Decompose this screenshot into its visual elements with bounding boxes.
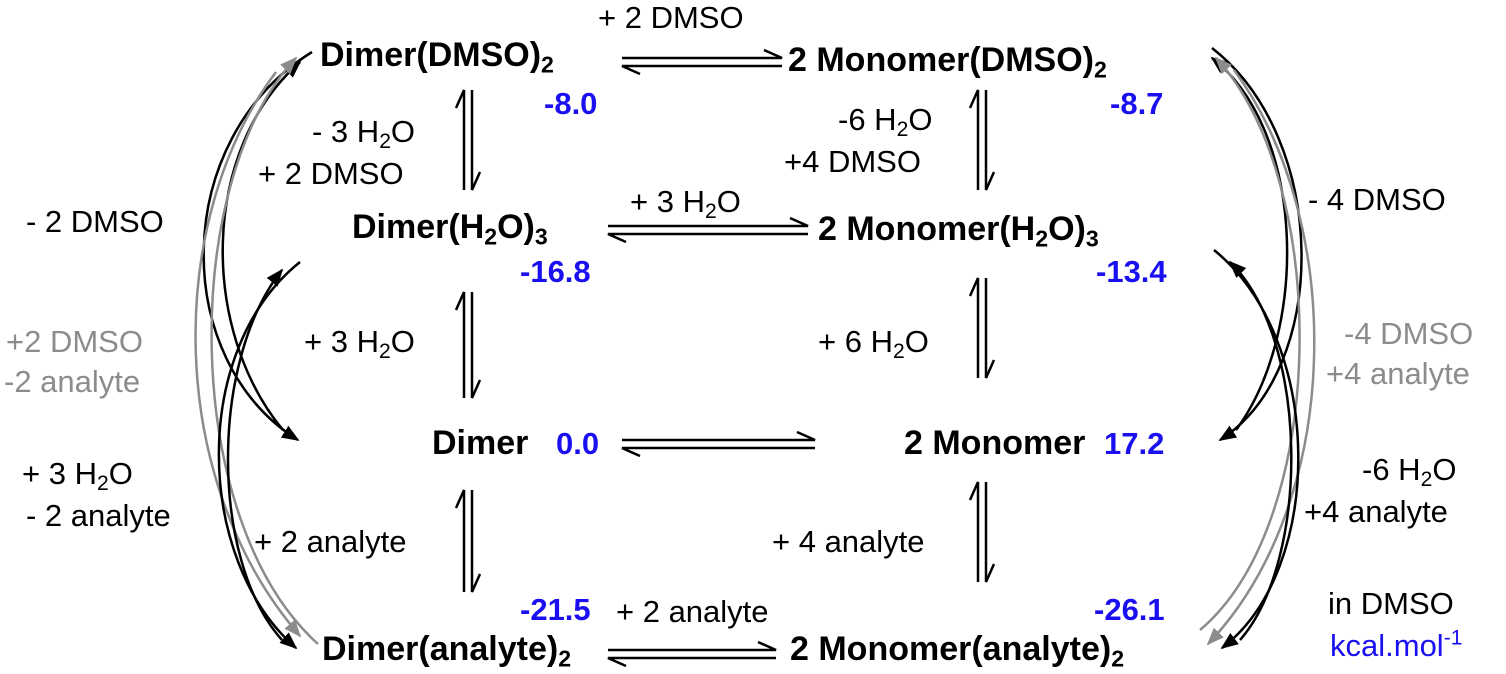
h-eq-row4 [607,640,777,668]
cond-far-left-2a: +2 DMSO [6,324,143,359]
h-eq-row1 [621,48,783,76]
solvent-label: in DMSO [1328,586,1454,621]
energy-dimer-dmso: -8.0 [544,86,598,121]
cond-left1-b: + 2 DMSO [258,156,404,191]
species-monomer-analyte: 2 Monomer(analyte)2 [790,630,1125,672]
v-eq-right2 [968,277,996,379]
curve-left-dmso [202,50,313,442]
cond-bottom: + 2 analyte [616,594,769,629]
cond-h2o-row: + 3 H2O [630,184,741,223]
v-eq-left3 [454,489,482,593]
species-monomer-dmso: 2 Monomer(DMSO)2 [788,41,1107,83]
species-monomer-h2o: 2 Monomer(H2O)3 [818,210,1099,252]
species-dimer-analyte: Dimer(analyte)2 [322,630,572,672]
energy-monomer-h2o: -13.4 [1096,254,1167,289]
cond-right1-b: +4 DMSO [784,144,921,179]
curve-right-h2o [1213,249,1300,650]
cond-far-left-3b: - 2 analyte [26,498,171,533]
cond-far-right-2b: +4 analyte [1326,356,1470,391]
curve-right-dmso [1210,47,1303,442]
cond-left1-a: - 3 H2O [312,114,416,153]
energy-monomer-analyte: -26.1 [1094,592,1165,627]
cond-right1-a: -6 H2O [838,102,933,141]
cond-far-right-2a: -4 DMSO [1344,316,1474,351]
v-eq-left2 [454,291,482,399]
cond-far-left-1: - 2 DMSO [26,204,164,239]
cond-left2: + 3 H2O [304,324,415,363]
cond-far-left-3a: + 3 H2O [22,456,133,495]
cond-far-right-3b: +4 analyte [1304,494,1448,529]
energy-dimer-h2o: -16.8 [520,254,591,289]
v-eq-right1 [968,89,996,191]
energy-monomer-dmso: -8.7 [1110,86,1164,121]
h-eq-row2 [607,216,809,244]
cond-top: + 2 DMSO [598,0,744,35]
cond-far-right-1: - 4 DMSO [1308,182,1446,217]
unit-label: kcal.mol-1 [1330,626,1463,663]
h-eq-row3 [621,430,816,458]
curve-right-gray [1199,56,1316,646]
cond-right2: + 6 H2O [818,324,929,363]
species-dimer: Dimer [432,424,529,462]
cond-left3: + 2 analyte [254,524,407,559]
v-eq-left1 [454,89,482,191]
cond-far-left-2b: -2 analyte [4,364,141,399]
energy-dimer-analyte: -21.5 [520,592,591,627]
species-monomer: 2 Monomer [904,424,1086,462]
cond-far-right-3a: -6 H2O [1362,452,1457,491]
v-eq-right3 [968,481,996,583]
species-dimer-h2o: Dimer(H2O)3 [352,208,548,250]
energy-dimer: 0.0 [556,426,600,461]
species-dimer-dmso: Dimer(DMSO)2 [320,36,554,78]
curve-left-gray [194,56,319,645]
energy-monomer: 17.2 [1104,426,1165,461]
curve-left-h2o [217,261,301,650]
cond-right3: + 4 analyte [772,524,925,559]
